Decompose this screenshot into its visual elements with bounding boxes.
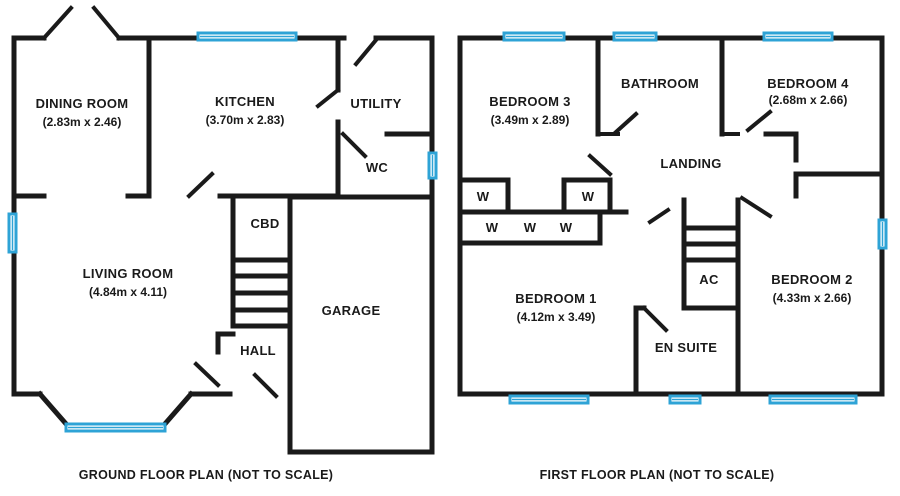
room-label-hall: HALL [240,343,276,358]
ground-floor-windows [7,31,438,433]
room-dim-bedroom3: (3.49m x 2.89) [491,113,570,127]
wardrobe-label: W [560,220,573,235]
room-dim-bedroom1: (4.12m x 3.49) [517,310,596,324]
room-label-ensuite: EN SUITE [655,340,717,355]
wardrobe-label: W [524,220,537,235]
room-label-dining: DINING ROOM [36,96,129,111]
room-label-ac: AC [699,272,719,287]
wardrobe-label: W [486,220,499,235]
room-label-bedroom1: BEDROOM 1 [515,291,596,306]
wardrobe-label: W [477,189,490,204]
ground-floor-walls [11,35,435,455]
room-label-kitchen: KITCHEN [215,94,275,109]
room-dim-bedroom4: (2.68m x 2.66) [769,93,848,107]
room-label-landing: LANDING [660,156,721,171]
ground-floor-labels: DINING ROOM (2.83m x 2.46) KITCHEN (3.70… [36,94,402,358]
first-floor-windows [502,31,888,405]
first-floor-caption: FIRST FLOOR PLAN (NOT TO SCALE) [540,468,775,482]
room-dim-bedroom2: (4.33m x 2.66) [773,291,852,305]
room-label-garage: GARAGE [322,303,381,318]
first-floor-labels: BEDROOM 3 (3.49m x 2.89) BATHROOM BEDROO… [477,76,853,355]
room-dim-kitchen: (3.70m x 2.83) [206,113,285,127]
room-label-bedroom3: BEDROOM 3 [489,94,570,109]
first-floor-plan: BEDROOM 3 (3.49m x 2.89) BATHROOM BEDROO… [457,31,888,482]
ground-floor-doors [41,5,379,399]
room-label-living: LIVING ROOM [83,266,174,281]
room-label-wc: WC [366,160,389,175]
first-floor-doors [587,109,773,333]
room-label-cbd: CBD [250,216,279,231]
ground-floor-plan: DINING ROOM (2.83m x 2.46) KITCHEN (3.70… [7,5,438,482]
room-label-utility: UTILITY [350,96,401,111]
wardrobe-label: W [582,189,595,204]
room-label-bathroom: BATHROOM [621,76,699,91]
room-dim-living: (4.84m x 4.11) [89,285,167,299]
room-label-bedroom2: BEDROOM 2 [771,272,852,287]
room-label-bedroom4: BEDROOM 4 [767,76,849,91]
ground-floor-caption: GROUND FLOOR PLAN (NOT TO SCALE) [79,468,334,482]
room-dim-dining: (2.83m x 2.46) [43,115,122,129]
